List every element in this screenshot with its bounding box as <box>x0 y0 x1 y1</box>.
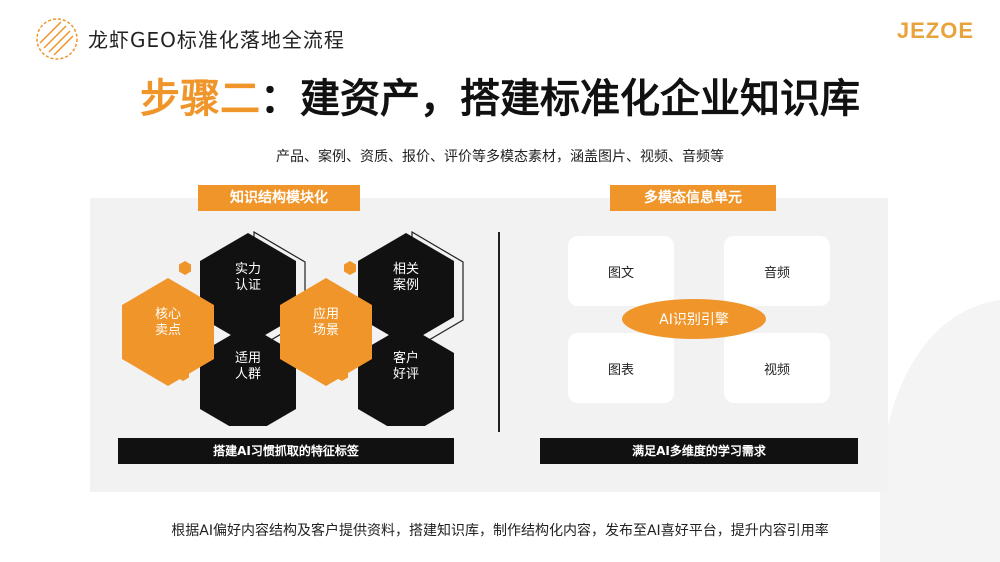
title-text: ：建资产，搭建标准化企业知识库 <box>260 76 860 122</box>
header-title: 龙虾GEO标准化落地全流程 <box>88 28 345 52</box>
card-audio: 音频 <box>724 236 830 306</box>
right-section-tag: 多模态信息单元 <box>610 185 776 211</box>
hex-scenario <box>280 278 372 386</box>
hex-strength <box>200 233 296 345</box>
ai-engine-badge: AI识别引擎 <box>622 299 766 339</box>
section-divider <box>498 232 500 432</box>
hex-core <box>122 278 214 386</box>
stripes-icon <box>36 18 78 60</box>
card-chart: 图表 <box>568 333 674 403</box>
page-title: 步骤二：建资产，搭建标准化企业知识库 <box>0 66 1000 124</box>
left-bottom-bar: 搭建AI习惯抓取的特征标签 <box>118 438 454 464</box>
footer-text: 根据AI偏好内容结构及客户提供资料，搭建知识库，制作结构化内容，发布至AI喜好平… <box>171 523 829 539</box>
hex-cases <box>358 233 454 345</box>
left-section-tag: 知识结构模块化 <box>198 185 360 211</box>
brand-logo: JEZOE <box>896 18 974 43</box>
card-image-text: 图文 <box>568 236 674 306</box>
hex-label-strength: 实力 认证 <box>234 262 261 293</box>
hex-audience <box>200 325 296 426</box>
small-hex-orange <box>344 261 356 275</box>
title-step: 步骤二 <box>140 76 260 122</box>
right-bottom-bar: 满足AI多维度的学习需求 <box>540 438 858 464</box>
hex-label-reviews: 客户 好评 <box>392 351 419 382</box>
small-hex-orange <box>179 261 191 275</box>
page-subtitle: 产品、案例、资质、报价、评价等多模态素材，涵盖图片、视频、音频等 <box>276 149 724 165</box>
card-video: 视频 <box>724 333 830 403</box>
hex-reviews <box>358 325 454 426</box>
hex-label-audience: 适用 人群 <box>234 351 261 382</box>
hexagon-diagram <box>122 230 464 426</box>
hex-label-cases: 相关 案例 <box>392 262 419 293</box>
hex-label-core: 核心 卖点 <box>154 307 181 338</box>
hex-label-scenario: 应用 场景 <box>312 307 339 338</box>
